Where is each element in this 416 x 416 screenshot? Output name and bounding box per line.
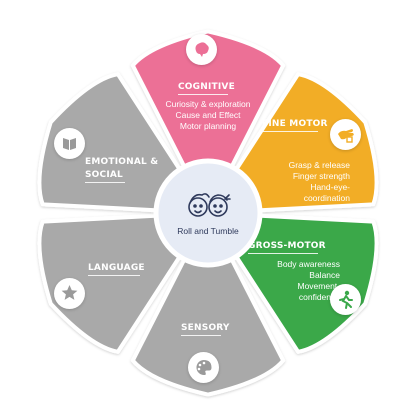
brain-icon <box>186 34 217 65</box>
title-underline <box>85 182 125 183</box>
petal-emotional-social <box>37 72 184 213</box>
title-underline <box>178 94 228 95</box>
list-item: coordination <box>303 193 350 203</box>
segment-title-gross-motor: GROSS-MOTOR <box>248 241 326 251</box>
segment-title-language: LANGUAGE <box>88 263 145 273</box>
book-icon <box>54 128 85 159</box>
star-icon <box>54 278 85 309</box>
segment-title-emotional-social-line2: SOCIAL <box>85 170 123 180</box>
list-item: Finger strength <box>292 171 350 181</box>
title-underline <box>262 131 318 132</box>
list-item: Balance <box>309 270 340 280</box>
list-item: Movement- <box>297 281 340 291</box>
center-label: Roll and Tumble <box>177 226 239 236</box>
segment-items-gross-motor: Body awareness Balance Movement- confide… <box>230 259 340 303</box>
petal-sensory <box>130 253 286 397</box>
title-underline <box>88 275 140 276</box>
running-child-icon <box>330 284 361 315</box>
two-kids-faces-icon <box>188 193 231 217</box>
petal-fine-motor <box>232 72 379 213</box>
petal-cognitive <box>130 29 286 173</box>
title-underline <box>181 335 221 336</box>
list-item: Grasp & release <box>288 160 350 170</box>
center-hub <box>153 158 263 268</box>
hand-grasp-icon <box>330 119 361 150</box>
title-underline <box>248 253 318 254</box>
petal-language <box>37 213 184 354</box>
segment-items-fine-motor: Grasp & release Finger strength Hand-eye… <box>240 160 350 204</box>
list-item: Hand-eye- <box>310 182 350 192</box>
segment-title-emotional-social-line1: EMOTIONAL & <box>85 157 159 167</box>
list-item: Motor planning <box>179 121 237 131</box>
segment-items-cognitive: Curiosity & exploration Cause and Effect… <box>150 99 266 132</box>
list-item: Curiosity & exploration <box>165 99 251 109</box>
segment-title-sensory: SENSORY <box>181 323 230 333</box>
petal-gross-motor <box>232 213 379 354</box>
list-item: Cause and Effect <box>175 110 241 120</box>
segment-title-cognitive: COGNITIVE <box>178 82 235 92</box>
list-item: Body awareness <box>277 259 340 269</box>
segment-title-fine-motor: FINE MOTOR <box>262 119 328 129</box>
palette-icon <box>188 352 219 383</box>
list-item: confidence <box>298 292 340 302</box>
